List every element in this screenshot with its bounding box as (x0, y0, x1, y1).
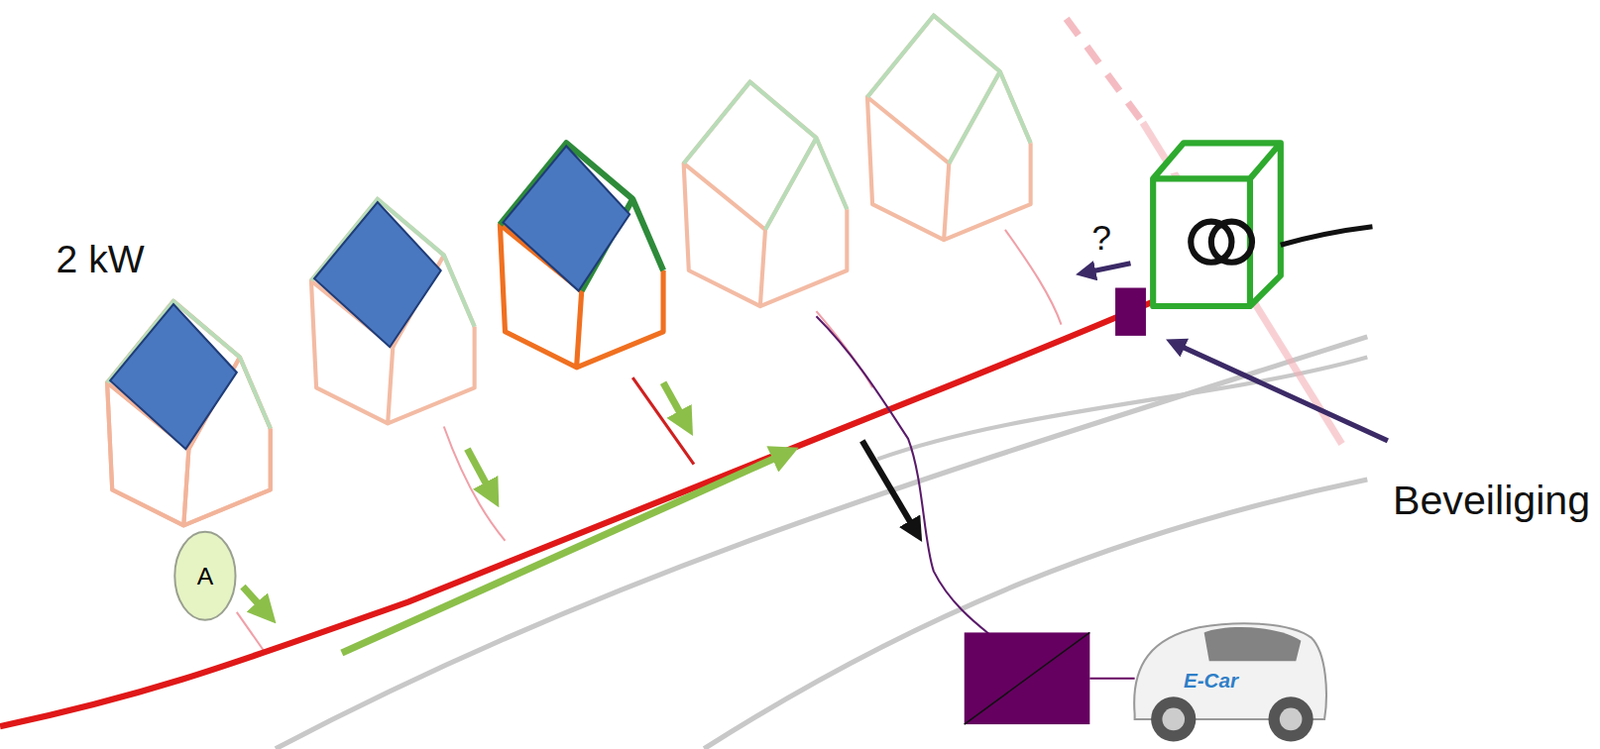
protection-label: Beveiliging (1392, 477, 1591, 525)
car-brand: E-Car (1183, 669, 1239, 693)
power-label: 2 kW (56, 237, 145, 282)
callout-circle: A (173, 530, 237, 623)
callout-letter: A (197, 563, 214, 591)
question-mark: ? (1091, 218, 1111, 258)
